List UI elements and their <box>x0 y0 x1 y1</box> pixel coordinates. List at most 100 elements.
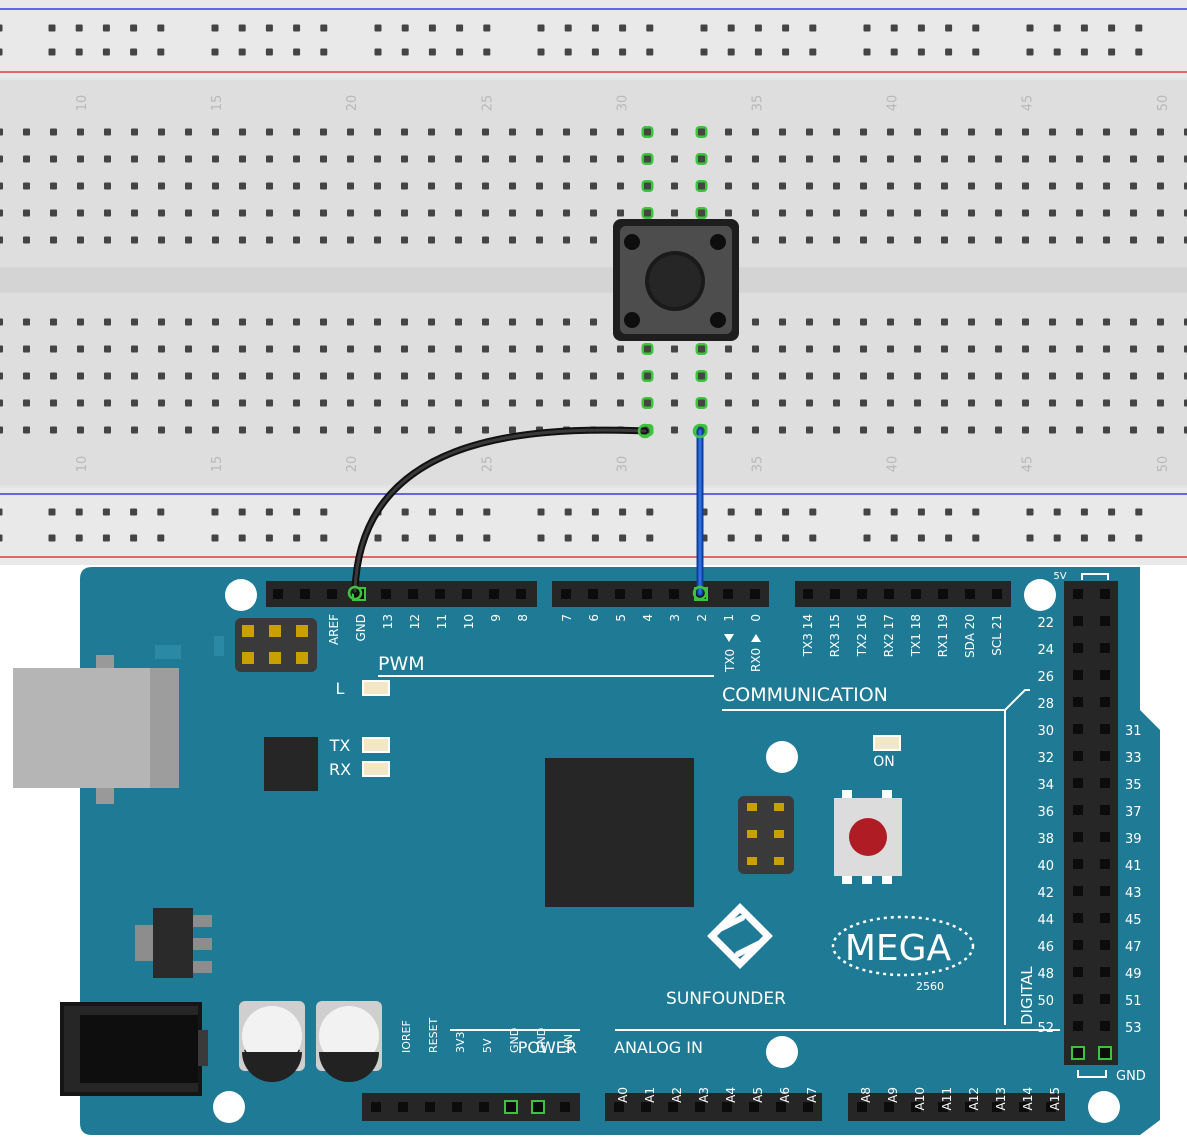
pin-label: A3 <box>697 1087 711 1103</box>
breadboard-hole <box>941 372 948 380</box>
breadboard-hole <box>1103 345 1110 353</box>
breadboard-hole <box>50 318 57 326</box>
breadboard-hole <box>347 318 354 326</box>
pin-label: 3V3 <box>454 1031 467 1053</box>
breadboard-hole <box>293 128 300 136</box>
breadboard-hole <box>725 209 732 217</box>
icsp-pin <box>774 857 784 865</box>
breadboard-hole <box>779 209 786 217</box>
breadboard-hole <box>1049 209 1056 217</box>
header-pin <box>354 589 364 599</box>
pin-label: 32 <box>1037 751 1054 766</box>
breadboard-hole <box>401 508 409 516</box>
reset-button[interactable] <box>834 790 902 884</box>
breadboard-hole <box>779 236 786 244</box>
breadboard-hole <box>887 236 894 244</box>
breadboard-hole <box>455 426 462 434</box>
column-number: 20 <box>345 456 360 473</box>
breadboard-hole <box>782 508 790 516</box>
breadboard-hole <box>428 534 436 542</box>
model-text: MEGA <box>845 928 952 969</box>
wire-gnd[interactable] <box>351 426 649 595</box>
header-pin <box>722 1102 732 1112</box>
breadboard-hole <box>347 399 354 407</box>
pin-label: 41 <box>1125 859 1142 874</box>
breadboard-hole <box>401 155 408 163</box>
header-pin <box>1100 859 1110 869</box>
pin-label: RX1 19 <box>936 614 950 657</box>
breadboard-hole <box>1026 48 1034 56</box>
header-pin <box>327 589 337 599</box>
pin-label: TX2 16 <box>855 614 869 657</box>
pin-label: 31 <box>1125 724 1142 739</box>
breadboard-hole <box>941 345 948 353</box>
pin-label: 4 <box>641 614 655 622</box>
breadboard-hole <box>1076 345 1083 353</box>
breadboard-hole <box>374 236 381 244</box>
breadboard-hole <box>1049 128 1056 136</box>
breadboard-hole <box>185 209 192 217</box>
breadboard-hole <box>239 372 246 380</box>
breadboard-hole <box>239 345 246 353</box>
header-pin <box>1073 832 1083 842</box>
icsp-pin <box>747 803 757 811</box>
breadboard-hole <box>157 534 165 542</box>
breadboard-hole <box>401 128 408 136</box>
breadboard-hole <box>482 236 489 244</box>
pin-label: A8 <box>859 1087 873 1103</box>
breadboard-hole <box>809 24 817 32</box>
column-number: 25 <box>480 456 495 473</box>
breadboard-hole <box>941 399 948 407</box>
breadboard-hole <box>0 128 3 136</box>
breadboard-hole <box>1130 372 1137 380</box>
breadboard-hole <box>1157 399 1164 407</box>
breadboard-hole <box>1157 236 1164 244</box>
gnd-label: GND <box>1116 1069 1146 1084</box>
breadboard-hole <box>914 236 921 244</box>
breadboard-hole <box>456 534 464 542</box>
breadboard-hole <box>725 182 732 190</box>
breadboard-hole <box>1049 345 1056 353</box>
breadboard-hole <box>833 155 840 163</box>
header-pin <box>1100 994 1110 1004</box>
breadboard-hole <box>482 426 489 434</box>
wire-endpoint <box>692 585 708 601</box>
breadboard-hole <box>75 48 83 56</box>
breadboard-hole <box>1049 426 1056 434</box>
breadboard-hole <box>23 155 30 163</box>
breadboard-hole <box>1049 399 1056 407</box>
breadboard-hole <box>563 209 570 217</box>
breadboard-hole <box>995 426 1002 434</box>
breadboard-hole <box>158 318 165 326</box>
breadboard-hole <box>914 182 921 190</box>
breadboard-hole <box>456 508 464 516</box>
breadboard-hole <box>1130 426 1137 434</box>
breadboard-hole <box>914 345 921 353</box>
breadboard-hole <box>644 399 651 407</box>
breadboard-hole <box>617 399 624 407</box>
breadboard-hole <box>212 209 219 217</box>
breadboard-hole <box>563 399 570 407</box>
header-pin <box>462 589 472 599</box>
breadboard-hole <box>860 345 867 353</box>
breadboard-hole <box>401 48 409 56</box>
rx0-label: RX0 <box>749 648 763 672</box>
breadboard-hole <box>23 372 30 380</box>
breadboard-hole <box>211 24 219 32</box>
breadboard-hole <box>0 48 3 56</box>
breadboard-hole <box>917 24 925 32</box>
breadboard-hole <box>104 372 111 380</box>
breadboard-hole <box>320 426 327 434</box>
reset-button-cap[interactable] <box>849 818 887 856</box>
breadboard-hole <box>1049 318 1056 326</box>
breadboard-hole <box>536 209 543 217</box>
push-button[interactable] <box>613 219 739 341</box>
breadboard-hole <box>104 426 111 434</box>
breadboard-hole <box>401 209 408 217</box>
breadboard-hole <box>212 182 219 190</box>
header-digital-double <box>1064 581 1118 1065</box>
breadboard-hole <box>863 24 871 32</box>
breadboard-hole <box>185 345 192 353</box>
breadboard-hole <box>50 426 57 434</box>
breadboard-hole <box>238 48 246 56</box>
